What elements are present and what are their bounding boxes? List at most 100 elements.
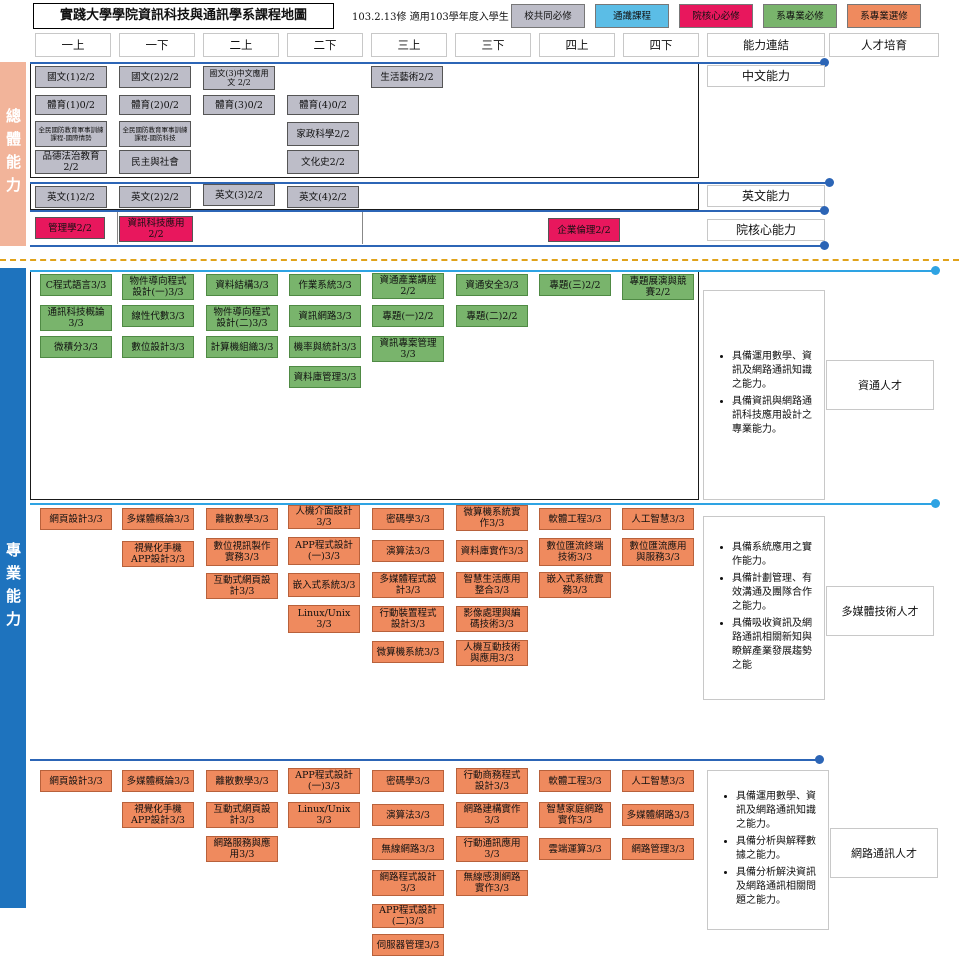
comm-ability-1: 具備運用數學、資訊及網路通訊知識之能力。 [732,350,816,392]
ability-chinese: 中文能力 [707,65,825,87]
course-industry-seminar: 資通產業講座2/2 [372,273,444,299]
ability-english: 英文能力 [707,185,825,207]
talent-network: 網路通訊人才 [830,828,938,878]
chinese-connector-dot [820,58,829,67]
legend-dept-required: 系專業必修 [763,4,837,28]
college-connector-bottom-dot [820,241,829,250]
net-course-network-construction: 網路建構實作3/3 [456,802,528,828]
course-democracy: 民主與社會 [119,150,191,174]
net-course-cloud-computing: 雲端運算3/3 [539,838,611,860]
mm-course-app-programming-1: APP程式設計(一)3/3 [288,537,360,565]
net-ability-2: 具備分析與解釋數據之能力。 [736,835,820,863]
net-course-multimedia-networks: 多媒體網路3/3 [622,804,694,826]
mm-ability-2: 具備計劃管理、有效溝通及團隊合作之能力。 [732,572,816,614]
course-project-3: 專題(三)2/2 [539,274,611,296]
net-course-software-engineering: 軟體工程3/3 [539,770,611,792]
net-course-multimedia-intro: 多媒體概論3/3 [122,770,194,792]
revision-note: 103.2.13修 適用103學年度入學生 [352,12,509,23]
column-header-2a: 二上 [203,33,279,57]
mm-course-microcomputer-lab: 微算機系統實作3/3 [456,505,528,531]
course-linear-algebra: 線性代數3/3 [122,305,194,327]
mm-ability-1: 具備系統應用之實作能力。 [732,541,816,569]
course-life-arts: 生活藝術2/2 [371,66,443,88]
net-course-server-management: 伺服器管理3/3 [372,934,444,956]
comm-connector-top-dot [931,266,940,275]
mm-course-hci-design: 人機介面設計3/3 [288,505,360,529]
course-probability-statistics: 機率與統計3/3 [289,336,361,358]
net-course-cryptography: 密碼學3/3 [372,770,444,792]
course-info-security: 資通安全3/3 [456,274,528,296]
mm-course-algorithms: 演算法3/3 [372,540,444,562]
comm-connector-bottom [30,503,936,505]
talent-comm: 資通人才 [826,360,934,410]
column-header-talent: 人才培育 [829,33,939,57]
legend-general-education: 通識課程 [595,4,669,28]
net-course-mobile-comm: 行動通訊應用3/3 [456,836,528,862]
column-header-1b: 一下 [119,33,195,57]
course-chinese-2: 國文(2)2/2 [119,66,191,88]
mm-course-smart-life: 智慧生活應用整合3/3 [456,572,528,598]
mm-course-microcomputer: 微算機系統3/3 [372,641,444,663]
course-defense-2: 全民國防教育軍事訓練課程-國防科技 [119,121,191,147]
net-course-network-programming: 網路程式設計3/3 [372,870,444,896]
mm-course-interactive-web: 互動式網頁設計3/3 [206,573,278,599]
sidebar-general-text: 總體能力 [4,108,22,200]
sidebar-professional-ability: 專業能力 [0,268,26,908]
mm-course-image-processing: 影像處理與編碼技術3/3 [456,606,528,632]
course-data-structures: 資料結構3/3 [206,274,278,296]
college-connector-bottom [30,245,825,247]
net-ability-1: 具備運用數學、資訊及網路通訊知識之能力。 [736,790,820,832]
course-pe-3: 體育(3)0/2 [203,95,275,115]
mm-ability-3: 具備吸收資訊及網路通訊相關新知與瞭解產業發展趨勢之能 [732,617,816,673]
course-comm-intro: 通訊科技概論3/3 [40,305,112,331]
talent-multimedia: 多媒體技術人才 [826,586,934,636]
net-course-wireless-sensor: 無線感測網路實作3/3 [456,870,528,896]
mm-course-database-lab: 資料庫實作3/3 [456,540,528,562]
mm-ability-description: 具備系統應用之實作能力。 具備計劃管理、有效溝通及團隊合作之能力。 具備吸收資訊… [703,516,825,700]
course-management: 管理學2/2 [35,217,105,239]
course-computer-networks: 資訊網路3/3 [289,305,361,327]
net-course-network-services: 網路服務與應用3/3 [206,836,278,862]
column-header-3a: 三上 [371,33,447,57]
course-english-4: 英文(4)2/2 [287,186,359,208]
chinese-connector [30,62,825,64]
legend-dept-elective: 系專業選修 [847,4,921,28]
net-course-discrete-math: 離散數學3/3 [206,770,278,792]
column-header-2b: 二下 [287,33,363,57]
net-course-interactive-web: 互動式網頁設計3/3 [206,802,278,828]
course-chinese-1: 國文(1)2/2 [35,66,107,88]
mm-course-web-design: 網頁設計3/3 [40,508,112,530]
course-database-management: 資料庫管理3/3 [289,366,361,388]
net-course-wireless-networks: 無線網路3/3 [372,838,444,860]
net-ability-3: 具備分析解決資訊及網路通訊相關問題之能力。 [736,866,820,908]
net-connector-dot [815,755,824,764]
sidebar-general-ability: 總體能力 [0,62,26,246]
college-connector-top [30,210,825,212]
mm-course-embedded-systems: 嵌入式系統3/3 [288,573,360,597]
net-course-network-management: 網路管理3/3 [622,838,694,860]
course-digital-design: 數位設計3/3 [122,336,194,358]
mm-course-multimedia-programming: 多媒體程式設計3/3 [372,572,444,598]
course-oop-1: 物件導向程式設計(一)3/3 [122,274,194,300]
mm-course-digital-video: 數位視訊製作實務3/3 [206,538,278,566]
net-course-algorithms: 演算法3/3 [372,804,444,826]
course-c-programming: C程式語言3/3 [40,274,112,296]
page-title: 實踐大學學院資訊科技與通訊學系課程地圖 [33,3,334,29]
column-header-4a: 四上 [539,33,615,57]
english-connector [30,182,830,184]
mm-course-ai: 人工智慧3/3 [622,508,694,530]
mm-course-multimedia-intro: 多媒體概論3/3 [122,508,194,530]
net-course-app-programming-1: APP程式設計(一)3/3 [288,768,360,794]
net-course-web-design: 網頁設計3/3 [40,770,112,792]
course-it-application: 資訊科技應用2/2 [119,216,193,242]
column-header-1a: 一上 [35,33,111,57]
course-defense-1: 全民國防教育軍事訓練課程-國際情勢 [35,121,107,147]
net-course-smart-home: 智慧家庭網路實作3/3 [539,802,611,828]
net-course-app-programming-2: APP程式設計(二)3/3 [372,904,444,928]
mm-course-convergence-service: 數位匯流應用與服務3/3 [622,538,694,566]
mm-course-mobile-programming: 行動裝置程式設計3/3 [372,606,444,632]
section-divider [0,259,959,261]
course-calculus: 微積分3/3 [40,336,112,358]
ability-college-core: 院核心能力 [707,219,825,241]
college-divider-1 [117,212,118,244]
